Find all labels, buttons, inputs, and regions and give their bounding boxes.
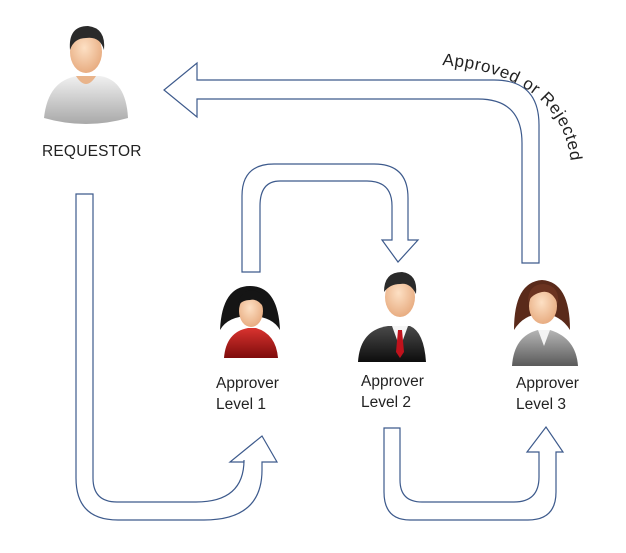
- arrow-level1-to-level2: [241, 163, 420, 273]
- approver1-label-line1: Approver: [216, 375, 279, 392]
- arrow-level3-to-requestor: [163, 61, 540, 264]
- arrow-level2-to-level3: [383, 425, 565, 521]
- approver2-label: Approver Level 2: [361, 371, 424, 413]
- approver2-avatar: [358, 272, 426, 362]
- approver3-avatar: [512, 280, 578, 366]
- approver3-label-line1: Approver: [516, 375, 579, 392]
- approver2-label-line2: Level 2: [361, 394, 411, 411]
- approver1-label: Approver Level 1: [216, 373, 279, 415]
- approver1-avatar: [220, 286, 280, 358]
- approver3-label-line2: Level 3: [516, 396, 566, 413]
- arrow-requestor-to-level1: [75, 193, 279, 521]
- requestor-label-text: REQUESTOR: [42, 143, 142, 160]
- requestor-label: REQUESTOR: [42, 141, 142, 162]
- approver1-label-line2: Level 1: [216, 396, 266, 413]
- approver3-label: Approver Level 3: [516, 373, 579, 415]
- requestor-avatar: [44, 26, 128, 124]
- approver2-label-line1: Approver: [361, 373, 424, 390]
